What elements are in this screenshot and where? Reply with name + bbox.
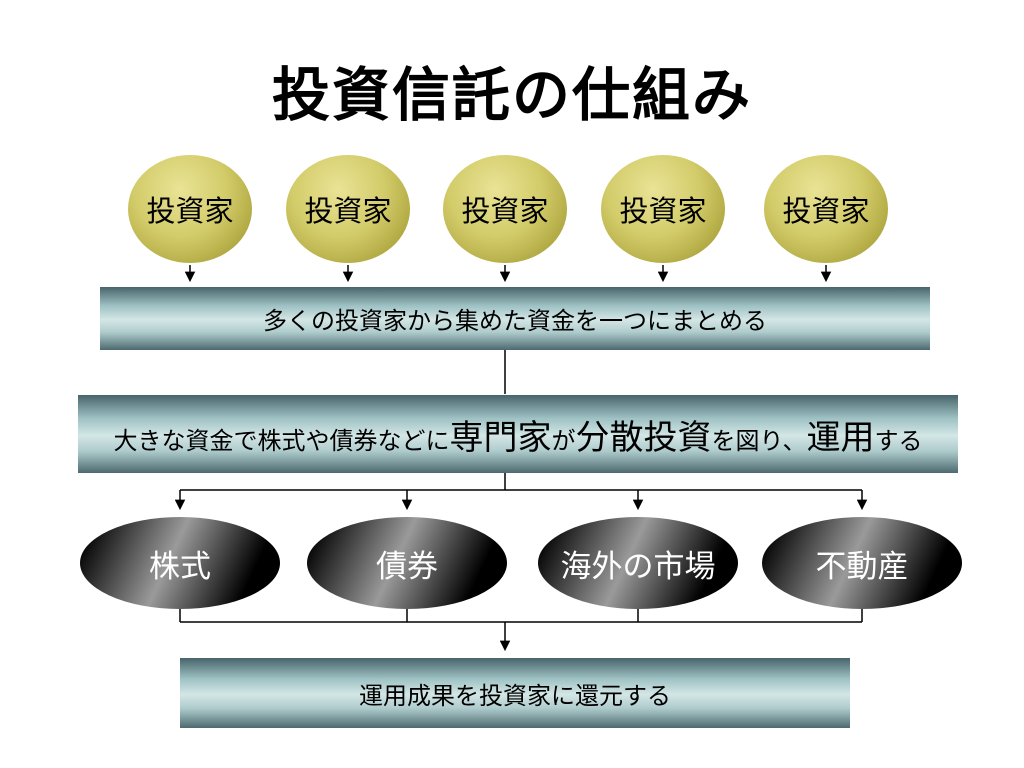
invest-text-segment: する <box>874 427 923 455</box>
asset-label: 不動産 <box>815 548 909 584</box>
return-bar: 運用成果を投資家に還元する <box>180 658 850 728</box>
invest-to-assets-connector <box>174 473 868 511</box>
pool-funds-bar: 多くの投資家から集めた資金を一つにまとめる <box>100 287 930 350</box>
expert-invest-bar: 大きな資金で株式や債券などに専門家が分散投資を図り、運用する <box>78 395 958 473</box>
assets-to-return-connector <box>179 609 863 652</box>
investor-label: 投資家 <box>146 196 234 228</box>
investor-ellipse: 投資家 <box>601 155 725 263</box>
invest-text-segment: 専門家 <box>449 418 552 457</box>
return-text: 運用成果を投資家に還元する <box>359 682 671 710</box>
invest-text-segment: が <box>551 427 576 455</box>
invest-text-segment: 分散投資 <box>575 418 712 457</box>
investor-ellipse: 投資家 <box>764 155 888 263</box>
asset-ellipse-stocks: 株式 <box>80 517 280 609</box>
invest-text-segment: 運用 <box>806 418 875 457</box>
investor-ellipse: 投資家 <box>128 155 252 263</box>
asset-label: 債券 <box>376 548 438 584</box>
asset-label: 株式 <box>149 548 211 584</box>
asset-ellipse-bonds: 債券 <box>307 517 507 609</box>
asset-label: 海外の市場 <box>560 548 716 584</box>
investor-ellipse: 投資家 <box>286 155 410 263</box>
invest-text-segment: を図り、 <box>711 427 807 455</box>
investor-arrows <box>184 265 832 283</box>
pool-funds-text: 多くの投資家から集めた資金を一つにまとめる <box>263 308 767 335</box>
investor-label: 投資家 <box>461 196 549 228</box>
investor-label: 投資家 <box>782 196 870 228</box>
invest-text-wrap: 大きな資金で株式や債券などに専門家が分散投資を図り、運用する <box>113 410 922 459</box>
asset-ellipse-overseas: 海外の市場 <box>538 517 738 609</box>
investor-label: 投資家 <box>304 196 392 228</box>
asset-ellipse-realestate: 不動産 <box>762 517 962 609</box>
invest-text-segment: 大きな資金で株式や債券などに <box>113 427 450 455</box>
investor-ellipse: 投資家 <box>443 155 567 263</box>
investor-label: 投資家 <box>619 196 707 228</box>
page-title: 投資信託の仕組み <box>271 63 752 128</box>
